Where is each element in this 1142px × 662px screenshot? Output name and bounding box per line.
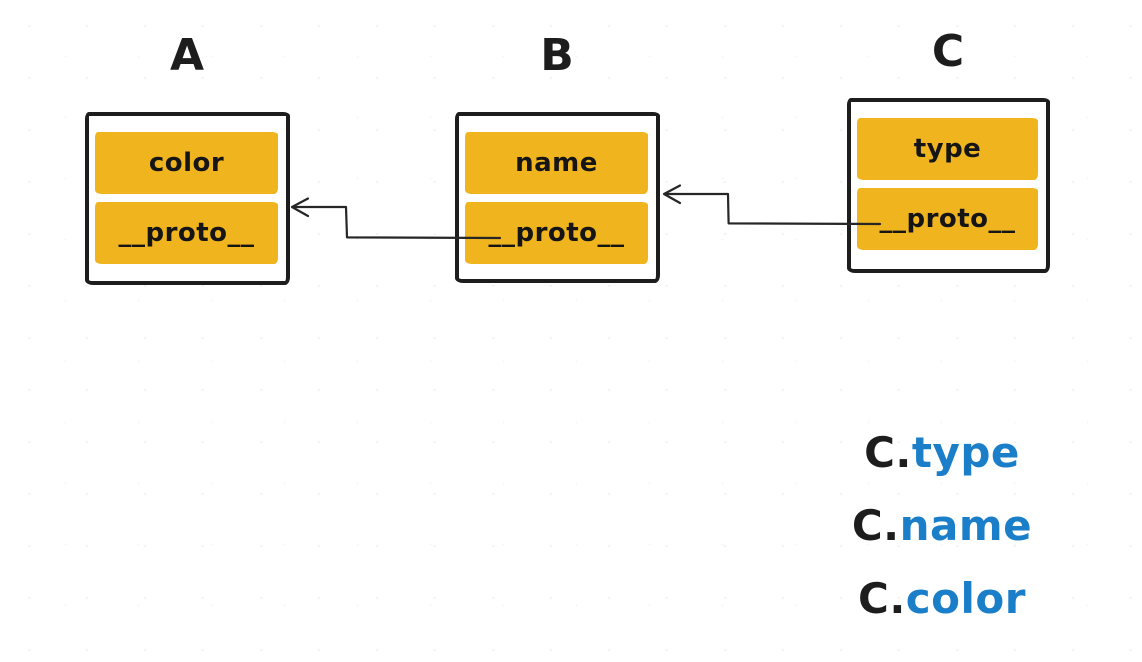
box-a-title: A xyxy=(169,30,206,81)
object-box-c: type __proto__ xyxy=(847,98,1050,273)
expression-property: color xyxy=(905,574,1026,623)
expression-property: type xyxy=(911,428,1020,477)
expression-c-color: C.color xyxy=(822,576,1062,622)
expression-c-name: C.name xyxy=(822,503,1062,549)
expression-object-ref: C. xyxy=(864,428,912,477)
expression-object-ref: C. xyxy=(858,574,906,623)
object-box-a: color __proto__ xyxy=(85,112,290,285)
box-b-row-proto: __proto__ xyxy=(465,202,648,264)
property-lookup-list: C.type C.name C.color xyxy=(822,430,1062,649)
object-box-b: name __proto__ xyxy=(455,112,660,283)
box-c-row-type: type xyxy=(857,118,1038,180)
box-c-row-proto: __proto__ xyxy=(857,188,1038,250)
box-b-title: B xyxy=(540,30,575,81)
box-a-row-proto: __proto__ xyxy=(95,202,278,264)
box-b-row-name: name xyxy=(465,132,648,194)
box-a-row-color: color xyxy=(95,132,278,194)
expression-property: name xyxy=(899,501,1033,550)
expression-c-type: C.type xyxy=(822,430,1062,476)
box-c-title: C xyxy=(931,26,966,77)
expression-object-ref: C. xyxy=(851,501,900,550)
